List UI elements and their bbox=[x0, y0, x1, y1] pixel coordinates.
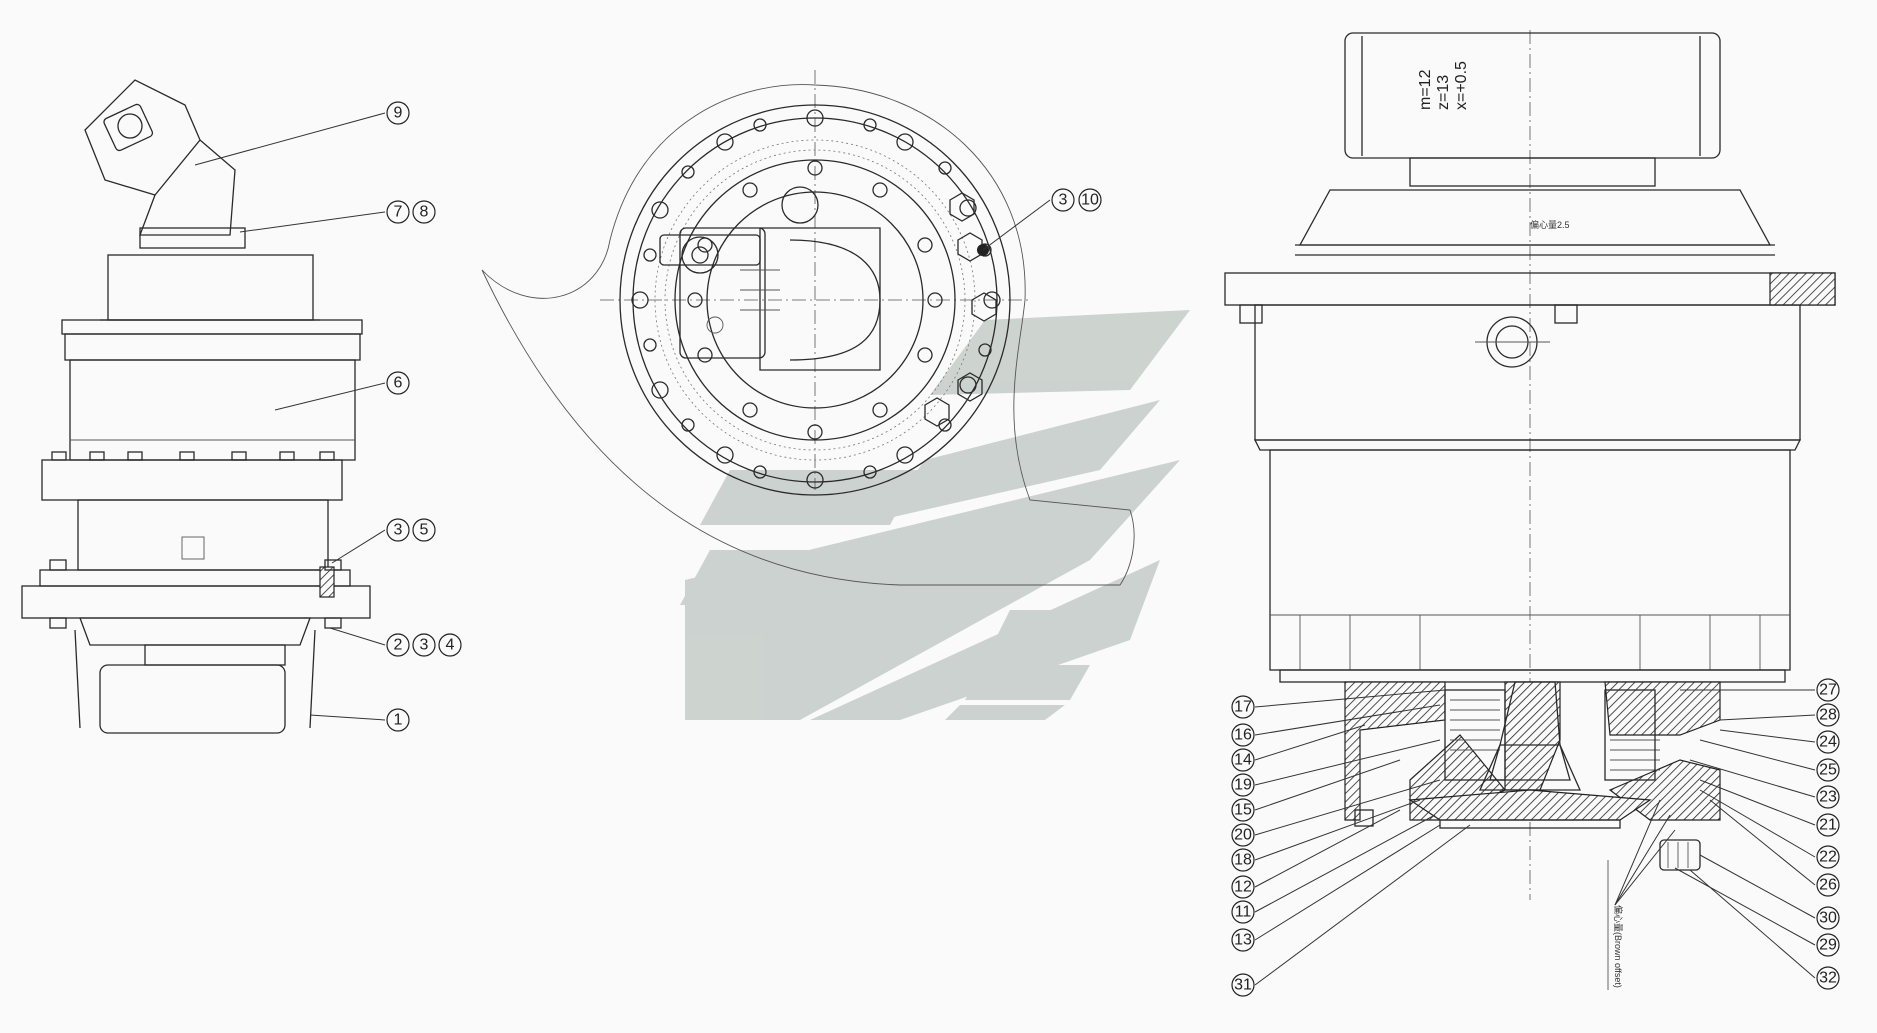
callout: 10 bbox=[1081, 192, 1099, 209]
callout: 13 bbox=[1234, 932, 1252, 949]
callout: 3 bbox=[1059, 192, 1068, 209]
callout: 20 bbox=[1234, 827, 1252, 844]
callout: 2 bbox=[394, 637, 403, 654]
callout: 28 bbox=[1819, 707, 1837, 724]
plan-view bbox=[481, 70, 1135, 586]
offset-note: 偏心量2.5 bbox=[1530, 219, 1570, 230]
inner-bolts bbox=[687, 160, 943, 440]
callout: 1 bbox=[394, 712, 403, 729]
gear-shift: x=+0.5 bbox=[1453, 61, 1470, 110]
callout: 16 bbox=[1234, 727, 1252, 744]
callout: 3 bbox=[394, 522, 403, 539]
callout: 7 bbox=[394, 204, 403, 221]
section-view bbox=[1224, 30, 1836, 990]
watermark-logo bbox=[680, 310, 1190, 720]
callout: 17 bbox=[1234, 699, 1252, 716]
callouts-left: 9 7 8 6 3 5 2 3 4 1 bbox=[386, 101, 462, 732]
callout: 11 bbox=[1235, 904, 1252, 921]
callout: 15 bbox=[1234, 802, 1252, 819]
callouts-right-right: 27 28 24 25 23 21 22 26 30 29 32 bbox=[1816, 678, 1840, 990]
outer-bolts bbox=[631, 109, 1001, 489]
gear-module: m=12 bbox=[1417, 69, 1434, 110]
callout: 12 bbox=[1234, 879, 1252, 896]
callout: 31 bbox=[1234, 977, 1252, 994]
callout: 23 bbox=[1819, 789, 1837, 806]
gear-spec: m=12 z=13 x=+0.5 bbox=[1417, 61, 1470, 110]
callout: 24 bbox=[1819, 734, 1837, 751]
callout: 27 bbox=[1819, 682, 1837, 699]
gear-teeth: z=13 bbox=[1435, 75, 1452, 110]
callout: 25 bbox=[1819, 762, 1837, 779]
callouts-center: 3 10 bbox=[1051, 188, 1102, 212]
callout: 4 bbox=[446, 637, 455, 654]
vertical-note: 偏心量(Brown offset) bbox=[1613, 905, 1624, 988]
callout: 8 bbox=[420, 204, 429, 221]
callout: 18 bbox=[1234, 852, 1252, 869]
callout: 21 bbox=[1819, 817, 1837, 834]
callout: 9 bbox=[394, 105, 403, 122]
callout: 14 bbox=[1234, 752, 1252, 769]
callout: 26 bbox=[1819, 877, 1837, 894]
callout: 19 bbox=[1234, 777, 1252, 794]
callout: 32 bbox=[1819, 970, 1837, 987]
side-view bbox=[21, 79, 386, 734]
callouts-right-left: 17 16 14 19 15 20 18 12 11 13 31 bbox=[1231, 695, 1255, 997]
callout: 22 bbox=[1819, 849, 1837, 866]
callout: 6 bbox=[394, 375, 403, 392]
callout: 5 bbox=[420, 522, 429, 539]
callout: 29 bbox=[1819, 937, 1837, 954]
callout: 30 bbox=[1819, 910, 1837, 927]
callout: 3 bbox=[420, 637, 429, 654]
